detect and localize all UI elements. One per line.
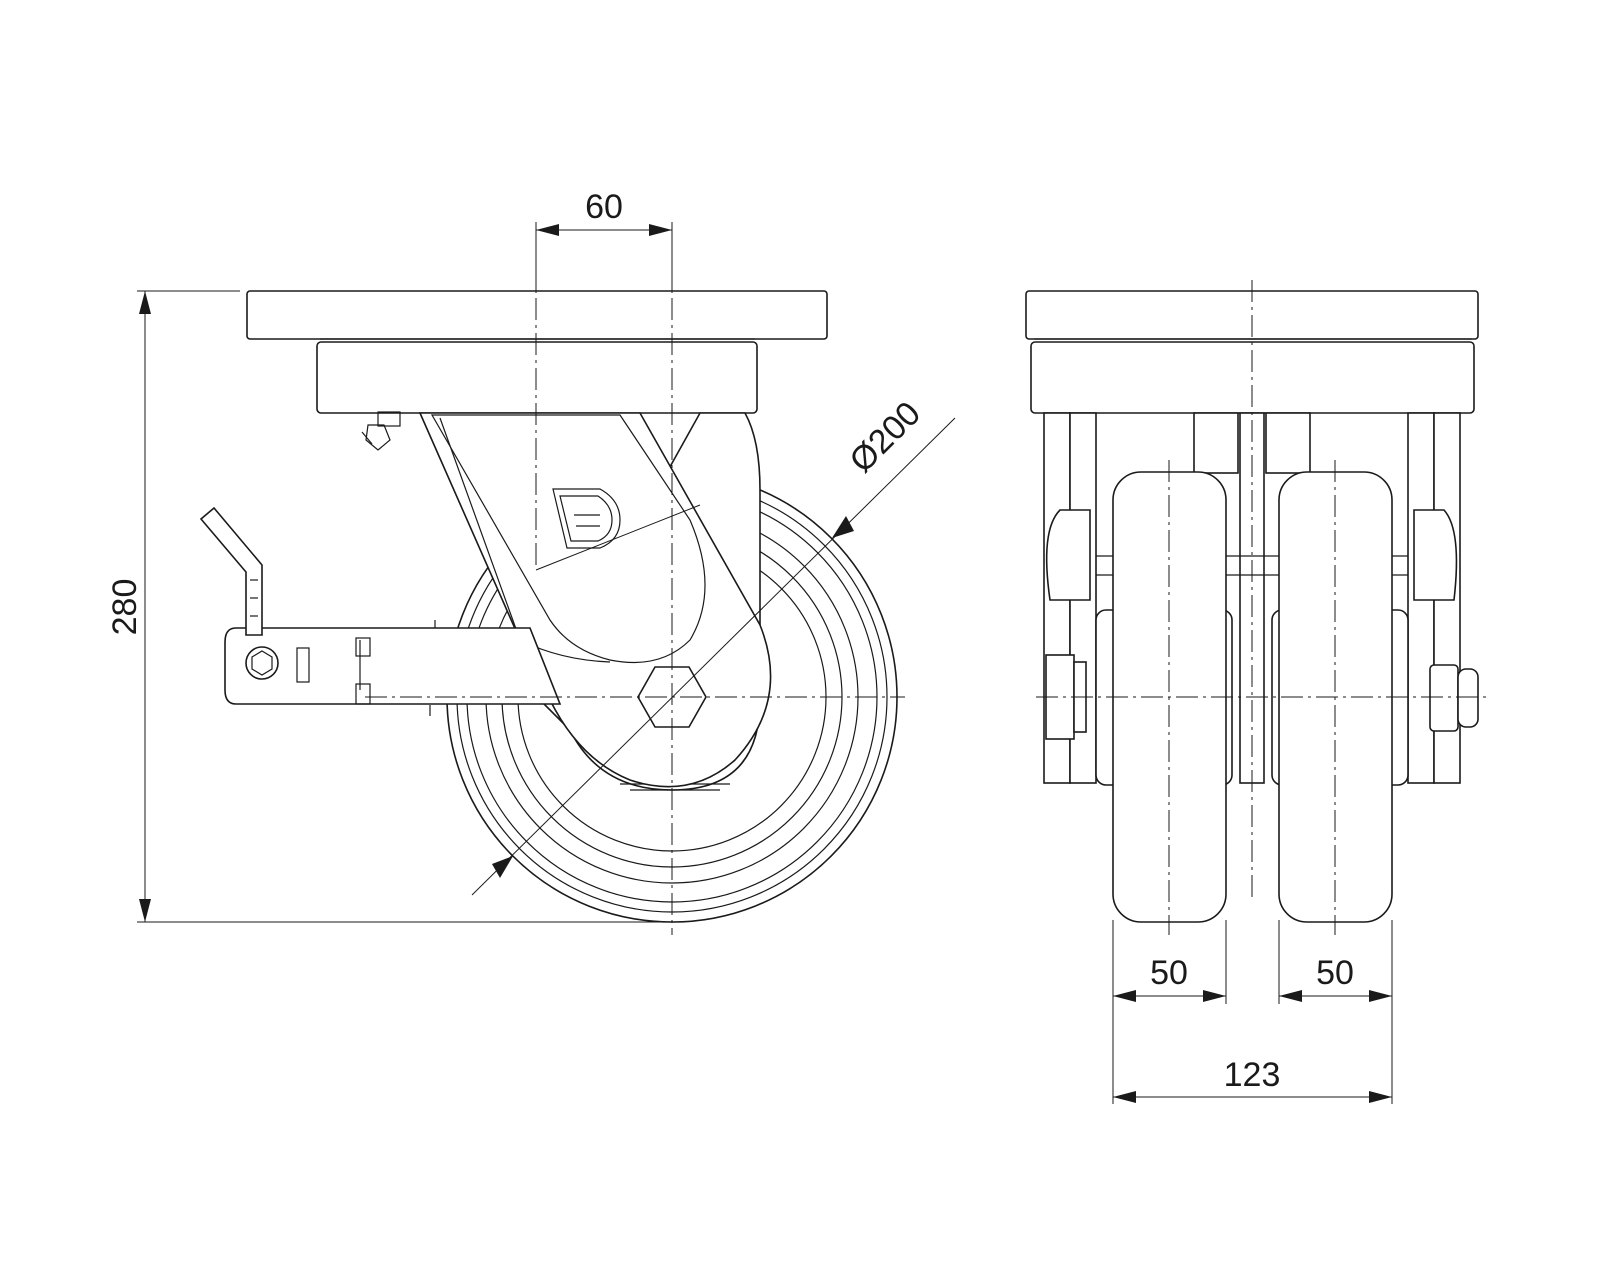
dimension-offset: 60 — [585, 188, 623, 226]
dimension-wheel-width-left: 50 — [1150, 954, 1188, 992]
front-view — [1025, 280, 1490, 1104]
side-view — [137, 222, 956, 935]
brand-logo — [552, 488, 621, 549]
brake-arm — [224, 620, 562, 716]
dimension-overall-width: 123 — [1224, 1056, 1281, 1094]
pivot-bolt-icon — [245, 646, 310, 683]
top-plate — [246, 290, 828, 340]
dimension-height: 280 — [106, 579, 144, 636]
brake-pedal — [199, 506, 263, 636]
dimension-wheel-width-right: 50 — [1316, 954, 1354, 992]
dimension-diameter: Ø200 — [842, 394, 928, 480]
swivel-housing — [316, 341, 758, 414]
grease-nipple-icon — [361, 411, 401, 451]
